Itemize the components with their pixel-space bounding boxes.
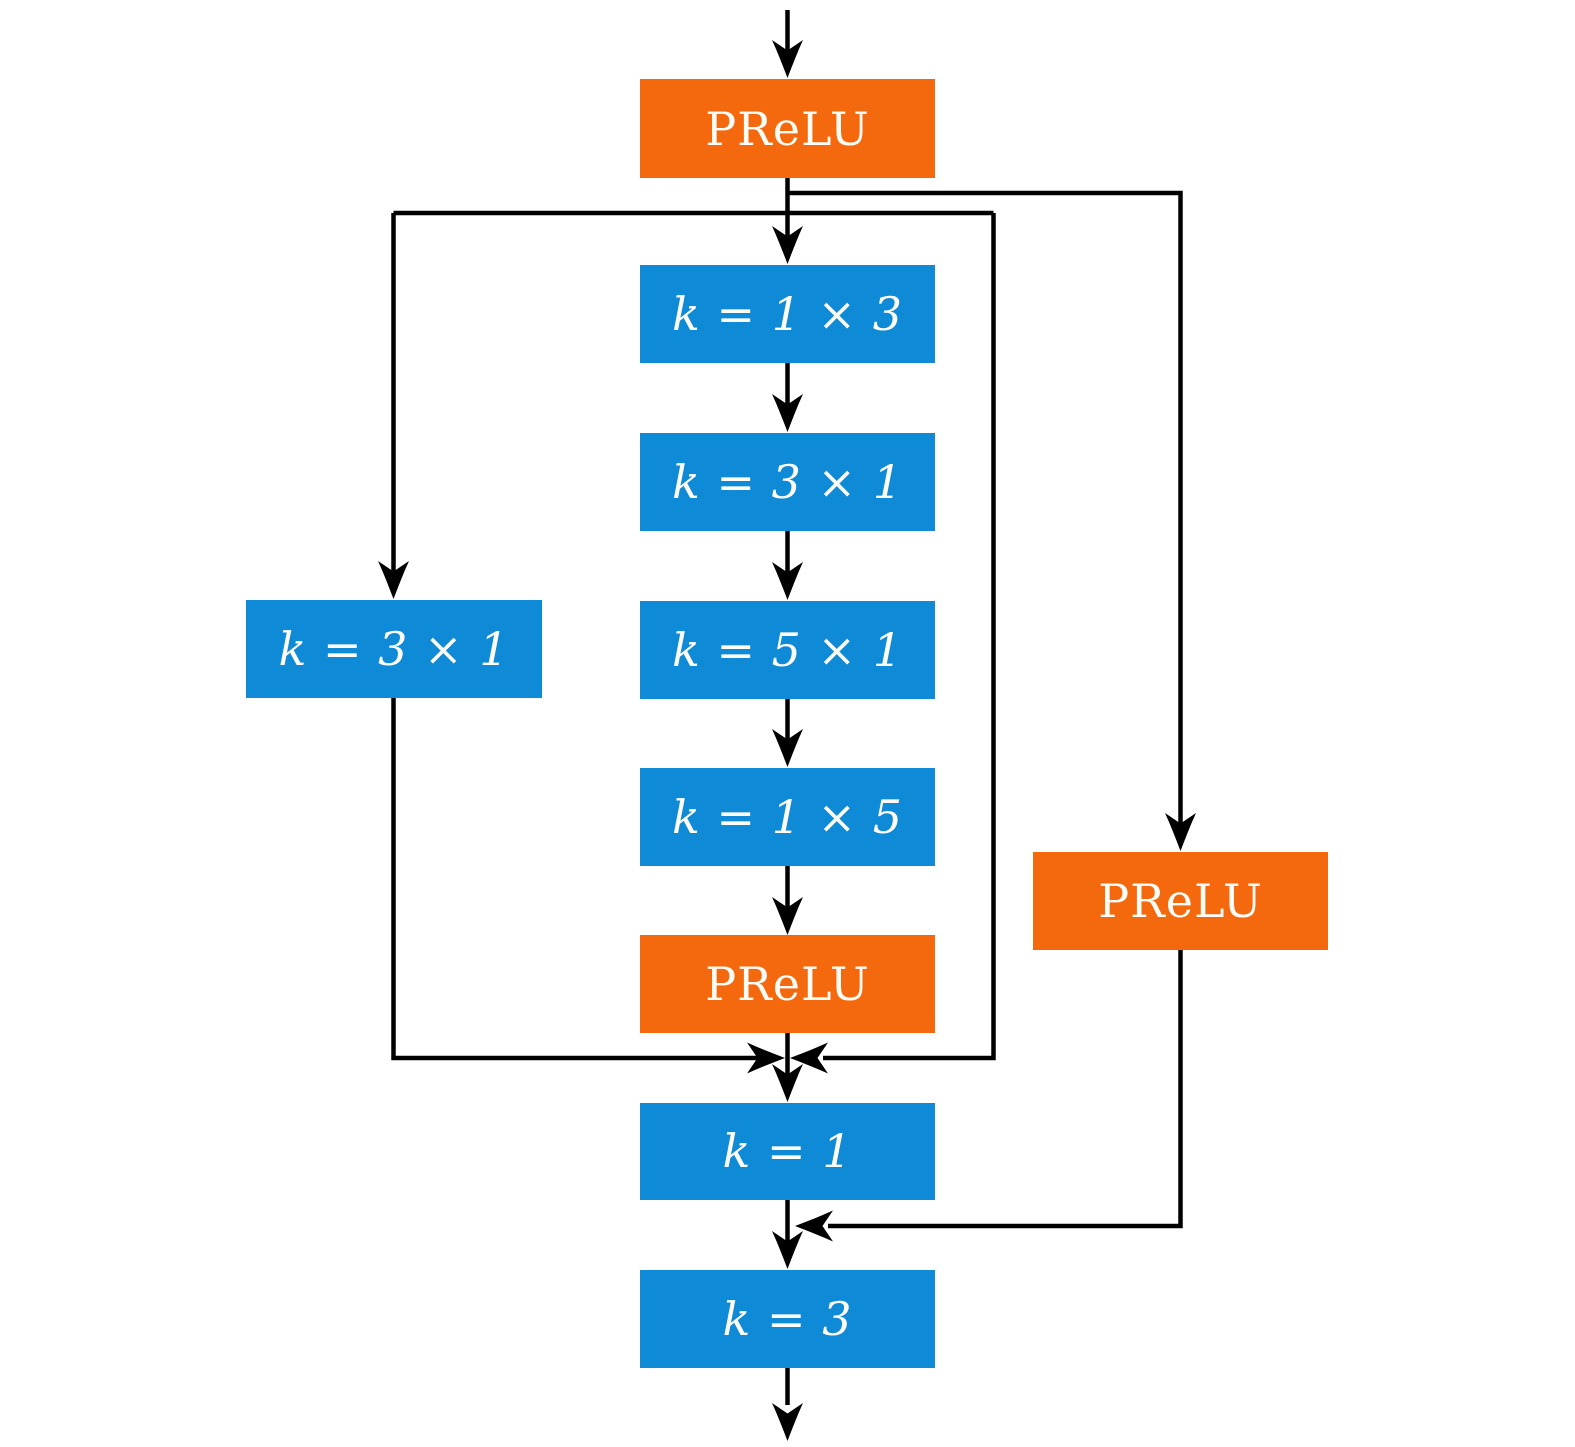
node-conv-3x1-box <box>640 433 935 531</box>
node-conv-3x1-left-label: k = 3 × 1 <box>279 622 510 676</box>
node-prelu-mid: PReLU <box>640 935 935 1033</box>
node-conv-3x1-label: k = 3 × 1 <box>672 455 903 509</box>
node-conv-1x5: k = 1 × 5 <box>640 768 935 866</box>
arrowhead-output <box>772 1403 803 1441</box>
node-prelu-top: PReLU <box>640 79 935 178</box>
node-conv-3: k = 3 <box>640 1270 935 1368</box>
arrowhead-merge-from-right <box>790 1042 828 1074</box>
node-conv-1x5-box <box>640 768 935 866</box>
arrowhead-junction-from-right <box>795 1210 833 1242</box>
edge-conv-3x1-left-to-merge <box>391 698 758 1061</box>
node-conv-1-label: k = 1 <box>723 1124 853 1178</box>
edge-prelu-right-to-junction <box>828 950 1183 1229</box>
node-conv-1: k = 1 <box>640 1103 935 1200</box>
node-prelu-mid-label: PReLU <box>705 957 870 1011</box>
node-prelu-top-label: PReLU <box>705 102 870 156</box>
node-prelu-right: PReLU <box>1033 852 1328 950</box>
node-conv-3-label: k = 3 <box>723 1292 853 1346</box>
nodes: PReLU k = 1 × 3 k = 3 × 1 k = 5 × 1 k = … <box>246 79 1328 1368</box>
node-conv-1x3-label: k = 1 × 3 <box>672 287 903 341</box>
node-conv-1x3-box <box>640 265 935 363</box>
node-conv-1-box <box>640 1103 935 1200</box>
edges <box>378 10 1196 1441</box>
node-conv-5x1-label: k = 5 × 1 <box>672 623 903 677</box>
node-conv-1x5-label: k = 1 × 5 <box>672 790 903 844</box>
node-conv-1x3: k = 1 × 3 <box>640 265 935 363</box>
node-conv-5x1-box <box>640 601 935 699</box>
node-conv-3x1: k = 3 × 1 <box>640 433 935 531</box>
node-conv-3x1-left-box <box>246 600 542 698</box>
node-prelu-top-box <box>640 79 935 178</box>
node-prelu-right-label: PReLU <box>1098 874 1263 928</box>
edge-skip-right-to-merge <box>823 213 996 1061</box>
node-prelu-mid-box <box>640 935 935 1033</box>
edge-prelu-top-to-prelu-right <box>787 190 1183 824</box>
node-prelu-right-box <box>1033 852 1328 950</box>
node-conv-5x1: k = 5 × 1 <box>640 601 935 699</box>
node-conv-3x1-left: k = 3 × 1 <box>246 600 542 698</box>
node-conv-3-box <box>640 1270 935 1368</box>
